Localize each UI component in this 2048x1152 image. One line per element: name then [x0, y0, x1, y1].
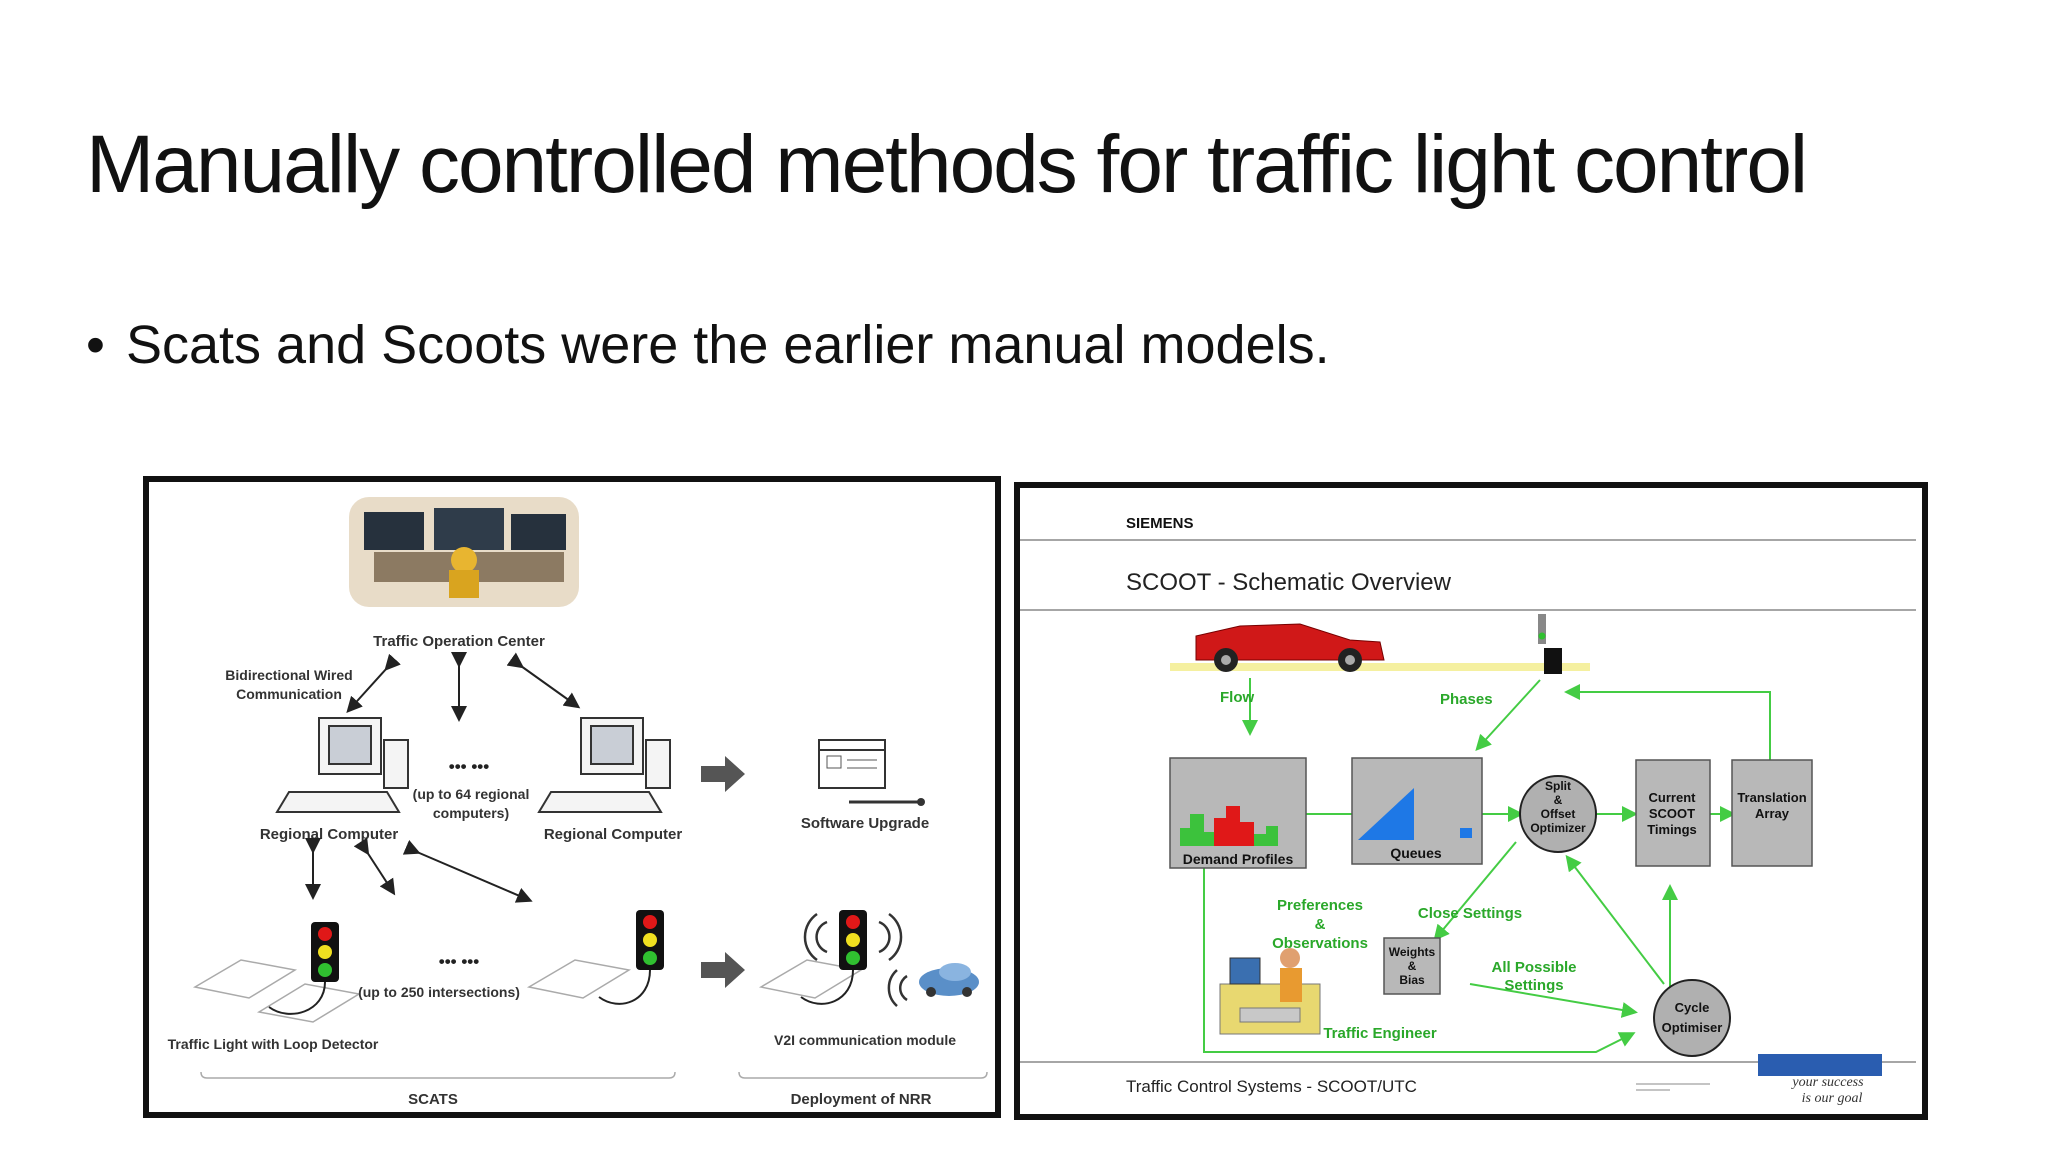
traffic-light-loop-label: Traffic Light with Loop Detector: [168, 1036, 379, 1052]
software-upgrade-icon: [818, 739, 925, 806]
split-label-4: Optimizer: [1530, 821, 1586, 835]
traffic-engineer-icon: [1219, 948, 1321, 1035]
current-label-1: Current: [1649, 790, 1697, 805]
arrow-right-icon: [701, 756, 745, 792]
up64-label-1: (up to 64 regional: [413, 786, 530, 802]
ellipsis-intersections: ••• •••: [439, 952, 479, 971]
wireless-signal-icon: [803, 912, 908, 1007]
scats-diagram: Traffic Operation Center Bidirectional W…: [143, 476, 1001, 1118]
pref-label-3: Observations: [1272, 935, 1368, 952]
bullet-item: • Scats and Scoots were the earlier manua…: [86, 314, 1330, 376]
current-label-3: Timings: [1647, 822, 1697, 837]
arrow-right-icon: [701, 952, 745, 988]
traffic-signal-icon: [1538, 614, 1562, 674]
signature-1: your success: [1790, 1075, 1864, 1090]
queues-box: [1351, 757, 1483, 865]
regional-computer-icon: [275, 717, 409, 813]
split-offset-optimizer: [1519, 775, 1597, 853]
arrow: [353, 837, 396, 896]
demand-profiles-label: Demand Profiles: [1183, 851, 1294, 867]
regional-computer-icon: [537, 717, 671, 813]
brand-badge: [1758, 1054, 1882, 1076]
arrow: [402, 839, 533, 903]
bracket: [738, 1071, 988, 1079]
scats-label: SCATS: [408, 1091, 458, 1108]
phases-label: Phases: [1440, 691, 1493, 708]
up250-label: (up to 250 intersections): [358, 984, 520, 1000]
translation-label-1: Translation: [1737, 790, 1806, 805]
bullet-dot: •: [86, 315, 105, 375]
translation-array-box: [1731, 759, 1813, 867]
current-timings-box: [1635, 759, 1711, 867]
software-upgrade-label: Software Upgrade: [801, 815, 929, 832]
bullet-text: Scats and Scoots were the earlier manual…: [126, 315, 1330, 375]
traffic-light-icon: [800, 910, 867, 1005]
pref-label-1: Preferences: [1277, 897, 1363, 914]
car-icon: [1195, 623, 1385, 672]
split-label-2: &: [1554, 793, 1563, 807]
arrow: [506, 652, 581, 709]
fine-print: [1636, 1083, 1710, 1091]
ellipsis-computers: ••• •••: [449, 757, 489, 776]
up64-label-2: computers): [433, 805, 509, 821]
pref-label-2: &: [1315, 916, 1326, 933]
bidir-label-1: Bidirectional Wired: [225, 667, 352, 683]
traffic-engineer-label: Traffic Engineer: [1323, 1025, 1437, 1042]
translation-label-2: Array: [1755, 806, 1790, 821]
split-label-3: Offset: [1541, 807, 1576, 821]
traffic-light-icon: [268, 922, 339, 1015]
slide-title: Manually controlled methods for traffic …: [86, 119, 1808, 210]
v2i-label: V2I communication module: [774, 1032, 956, 1048]
demand-profiles-box: [1169, 757, 1307, 869]
weights-label-2: &: [1408, 959, 1417, 973]
all-possible-label-2: Settings: [1504, 977, 1563, 994]
traffic-light-icon: [598, 910, 664, 1005]
cycle-optimiser: [1653, 979, 1731, 1057]
road: [1170, 663, 1590, 671]
split-label-1: Split: [1545, 779, 1571, 793]
bidir-label-2: Communication: [236, 686, 342, 702]
regional-computer-right-label: Regional Computer: [544, 826, 683, 843]
car-icon: [919, 963, 979, 997]
regional-computer-left-label: Regional Computer: [260, 826, 399, 843]
close-settings-label: Close Settings: [1418, 905, 1522, 922]
weights-bias-box: [1383, 937, 1441, 995]
flow-label: Flow: [1220, 689, 1254, 706]
nrr-label: Deployment of NRR: [791, 1091, 932, 1108]
scoot-diagram: SIEMENS SCOOT - Schematic Overview Flow …: [1014, 482, 1928, 1120]
control-room-photo: [349, 497, 579, 607]
signature-2: is our goal: [1802, 1091, 1863, 1106]
current-label-2: SCOOT: [1649, 806, 1695, 821]
siemens-logo: SIEMENS: [1126, 515, 1194, 532]
weights-label-1: Weights: [1389, 945, 1436, 959]
arrow: [346, 653, 401, 713]
weights-label-3: Bias: [1399, 973, 1425, 987]
toc-label: Traffic Operation Center: [373, 633, 545, 650]
scoot-footer: Traffic Control Systems - SCOOT/UTC: [1126, 1077, 1417, 1096]
bracket: [200, 1071, 676, 1079]
all-possible-label-1: All Possible: [1491, 959, 1576, 976]
cycle-label-2: Optimiser: [1662, 1020, 1723, 1035]
queues-label: Queues: [1390, 845, 1442, 861]
scoot-heading: SCOOT - Schematic Overview: [1126, 569, 1452, 596]
cycle-label-1: Cycle: [1675, 1000, 1710, 1015]
flow-arrows: [1203, 678, 1771, 1053]
